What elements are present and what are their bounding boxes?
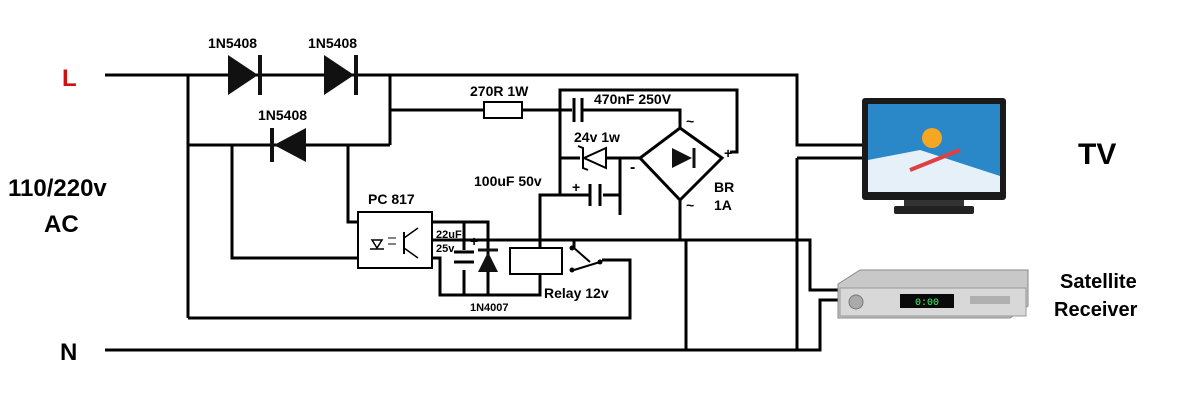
bridge-rectifier (637, 126, 725, 203)
cap22-label-voltage: 25v (436, 243, 455, 255)
receiver-label-line1: Satellite (1060, 271, 1137, 293)
bridge-ac-bottom: ~ (686, 197, 694, 213)
capacitor-470nf (572, 98, 584, 122)
resistor-270r (483, 101, 523, 119)
diode-1n4007 (478, 248, 498, 272)
wire-neutral (105, 298, 838, 352)
diode-1n4007-label: 1N4007 (470, 302, 509, 314)
supply-voltage-label: 110/220v (8, 175, 107, 202)
wire-relay-contact-live (188, 258, 632, 320)
satellite-receiver-image: 0:00 (837, 269, 1029, 319)
tv-image (862, 98, 1006, 214)
relay-coil (509, 247, 563, 275)
relay-contacts (569, 245, 603, 273)
d3-label: 1N5408 (258, 107, 307, 123)
receiver-label-line2: Receiver (1054, 299, 1138, 321)
relay-label: Relay 12v (544, 285, 609, 301)
cap22-label-value: 22uF (436, 229, 462, 241)
capacitor-22uf (454, 250, 474, 264)
polarity-plus-cap100: + (572, 179, 580, 195)
wire-cap100-plus (537, 193, 560, 252)
wire-cap470-to-bridge (582, 108, 682, 128)
d1-label: 1N5408 (208, 35, 257, 51)
zener-diode (577, 145, 607, 171)
receiver-display-text: 0:00 (915, 298, 939, 309)
diode-d2 (324, 55, 358, 95)
capacitor-100uf (588, 184, 602, 206)
supply-ac-label: AC (44, 211, 79, 238)
wire-relay-contact-out (572, 238, 838, 292)
polarity-minus-bridge: - (630, 159, 635, 176)
diode-d1 (225, 55, 262, 95)
resistor-label: 270R 1W (470, 83, 529, 99)
neutral-terminal-label: N (60, 339, 77, 366)
wire-opto-led-in (346, 145, 358, 224)
cap100-label: 100uF 50v (474, 173, 542, 189)
d2-label: 1N5408 (308, 35, 357, 51)
zener-label: 24v 1w (574, 129, 620, 145)
wire-opto-out2 (432, 256, 542, 297)
bridge-label-br: BR (714, 179, 734, 195)
tv-label: TV (1078, 138, 1116, 171)
optocoupler-pc817 (357, 211, 433, 269)
wire-bridge-plus-loop (558, 88, 739, 197)
wire-live (105, 73, 862, 147)
polarity-plus-bridge: + (724, 145, 732, 161)
wire-opto-led-out (230, 145, 358, 260)
bridge-label-1a: 1A (714, 197, 732, 213)
live-terminal-label: L (62, 65, 77, 92)
wire-minus-to-cap100 (603, 158, 622, 215)
polarity-plus-cap22: + (470, 233, 478, 249)
diode-d3 (270, 128, 306, 162)
opto-label: PC 817 (368, 191, 415, 207)
labels: L N 110/220v AC 1N5408 1N5408 1N5408 270… (8, 35, 1138, 366)
bridge-ac-top: ~ (686, 113, 694, 129)
cap470-label: 470nF 250V (594, 91, 672, 107)
